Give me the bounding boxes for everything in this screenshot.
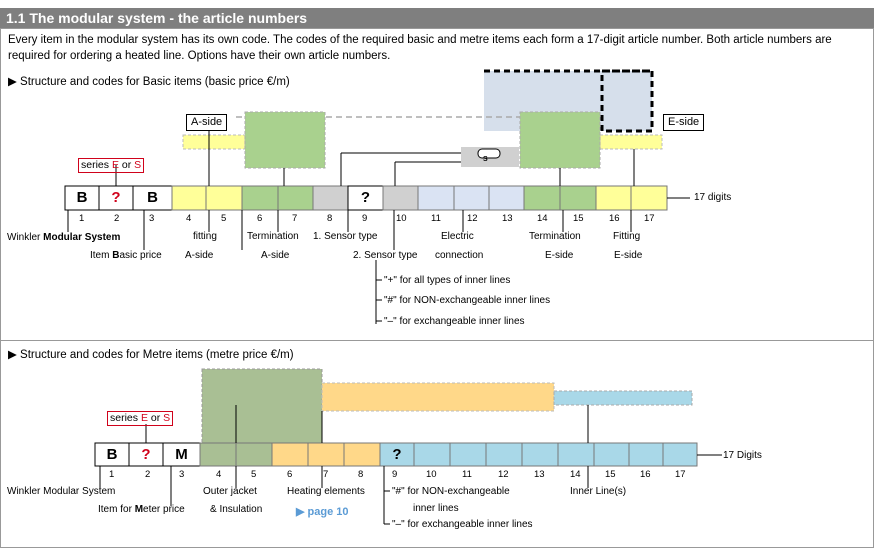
metre-code-char-1: B bbox=[106, 446, 118, 463]
digit-num: 17 bbox=[644, 213, 655, 224]
connection-label: connection bbox=[435, 250, 484, 261]
metre-connectors bbox=[99, 405, 589, 525]
digit-num: 9 bbox=[392, 469, 398, 480]
termination-e-block bbox=[519, 111, 601, 169]
digit-num: 1 bbox=[79, 213, 85, 224]
digit-num: 4 bbox=[186, 213, 192, 224]
basic-code-row bbox=[64, 185, 668, 211]
triangle-bullet-icon: ▶ bbox=[8, 76, 21, 88]
digit-num: 7 bbox=[292, 213, 298, 224]
sensor-type-1-label: 1. Sensor type bbox=[313, 231, 378, 242]
code-char-3: B bbox=[147, 189, 158, 206]
digit-num: 15 bbox=[605, 469, 616, 480]
digit-num: 3 bbox=[179, 469, 185, 480]
winkler-system-label: Winkler Modular System bbox=[7, 232, 121, 243]
code-char-1: B bbox=[76, 189, 88, 206]
legend-dash-metre: "–" for exchangeable inner lines bbox=[392, 519, 533, 530]
digit-num: 7 bbox=[323, 469, 329, 480]
digit-num: 4 bbox=[216, 469, 222, 480]
digit-num: 2 bbox=[145, 469, 151, 480]
fitting-e-side-label: E-side bbox=[614, 250, 643, 261]
intro-paragraph: Every item in the modular system has its… bbox=[8, 34, 832, 62]
metre-code-char-2: ? bbox=[141, 446, 151, 463]
metre-code-row bbox=[94, 442, 698, 467]
digit-num: 13 bbox=[502, 213, 513, 224]
insulation-label: & Insulation bbox=[210, 504, 263, 515]
legend-plus: "+" for all types of inner lines bbox=[384, 275, 511, 286]
section-title: 1.1 The modular system - the article num… bbox=[0, 8, 874, 28]
triangle-bullet-icon: ▶ bbox=[8, 349, 21, 361]
digit-num: 10 bbox=[396, 213, 407, 224]
termination-e-label: Termination bbox=[529, 231, 581, 242]
digit-num: 8 bbox=[358, 469, 364, 480]
basic-connectors bbox=[67, 131, 635, 324]
inner-line-strip bbox=[553, 390, 693, 406]
digit-num: 11 bbox=[462, 469, 472, 480]
item-meter-price-label: Item for Meter price bbox=[98, 504, 185, 515]
termination-label: Termination bbox=[247, 231, 299, 242]
code-char-9: ? bbox=[360, 189, 371, 206]
digits-count-label: 17 digits bbox=[694, 192, 732, 203]
outer-jacket-block bbox=[201, 368, 323, 444]
heating-elements-label: Heating elements bbox=[287, 486, 365, 497]
code-char-2: ? bbox=[111, 189, 121, 206]
series-label: series E or S bbox=[78, 158, 145, 173]
digit-num: 16 bbox=[640, 469, 651, 480]
basic-heading: ▶ Structure and codes for Basic items (b… bbox=[8, 76, 290, 88]
digit-num: 2 bbox=[114, 213, 120, 224]
digit-num: 10 bbox=[426, 469, 437, 480]
digit-num: 5 bbox=[251, 469, 257, 480]
digit-num: 15 bbox=[573, 213, 584, 224]
digit-num: 12 bbox=[467, 213, 478, 224]
digit-num: 13 bbox=[534, 469, 545, 480]
digit-num: 6 bbox=[257, 213, 263, 224]
sensor-type-2-label: 2. Sensor type bbox=[353, 250, 418, 261]
metre-heading: ▶ Structure and codes for Metre items (m… bbox=[8, 349, 294, 361]
outer-jacket-label: Outer jacket bbox=[203, 486, 257, 497]
digit-num: 16 bbox=[609, 213, 620, 224]
fitting-label: fitting bbox=[193, 231, 217, 242]
item-basic-price-label: Item Basic price bbox=[90, 250, 162, 261]
fitting-a-side-label: A-side bbox=[185, 250, 214, 261]
digit-num: 3 bbox=[149, 213, 155, 224]
digit-num: 8 bbox=[327, 213, 333, 224]
page-10-link[interactable]: ▶ page 10 bbox=[296, 506, 349, 518]
heating-element-strip bbox=[321, 382, 555, 412]
digits-count-label-metre: 17 Digits bbox=[723, 450, 762, 461]
digit-num: 5 bbox=[221, 213, 227, 224]
fitting-a-strip bbox=[182, 134, 246, 150]
fitting-e-strip bbox=[599, 134, 663, 150]
digit-num: 14 bbox=[570, 469, 581, 480]
metre-code-char-3: M bbox=[175, 446, 188, 463]
series-label-metre: series E or S bbox=[107, 411, 174, 426]
legend-dash: "–" for exchangeable inner lines bbox=[384, 316, 525, 327]
digit-num: 12 bbox=[498, 469, 509, 480]
digit-num: 9 bbox=[362, 213, 368, 224]
sensor-symbol bbox=[477, 148, 501, 159]
a-side-label: A-side bbox=[186, 114, 228, 131]
legend-hash-metre: "#" for NON-exchangeable bbox=[392, 486, 510, 497]
electric-label: Electric bbox=[441, 231, 474, 242]
inner-lines-label: Inner Line(s) bbox=[570, 486, 627, 497]
content-frame bbox=[0, 28, 874, 548]
digit-num: 1 bbox=[109, 469, 115, 480]
sensor-letter: S bbox=[483, 156, 488, 163]
legend-hash: "#" for NON-exchangeable inner lines bbox=[384, 295, 551, 306]
e-side-label: E-side bbox=[663, 114, 705, 131]
digit-num: 14 bbox=[537, 213, 548, 224]
termination-a-side-label: A-side bbox=[261, 250, 290, 261]
digit-num: 6 bbox=[287, 469, 293, 480]
winkler-system-label-metre: Winkler Modular System bbox=[7, 486, 116, 497]
legend-inner-lines-metre: inner lines bbox=[413, 503, 459, 514]
section-divider bbox=[0, 340, 874, 341]
termination-e-side-label: E-side bbox=[545, 250, 574, 261]
metre-code-char-9: ? bbox=[392, 446, 402, 463]
digit-num: 11 bbox=[431, 213, 441, 224]
digit-num: 17 bbox=[675, 469, 686, 480]
termination-a-block bbox=[244, 111, 326, 169]
fitting-e-label: Fitting bbox=[613, 231, 641, 242]
